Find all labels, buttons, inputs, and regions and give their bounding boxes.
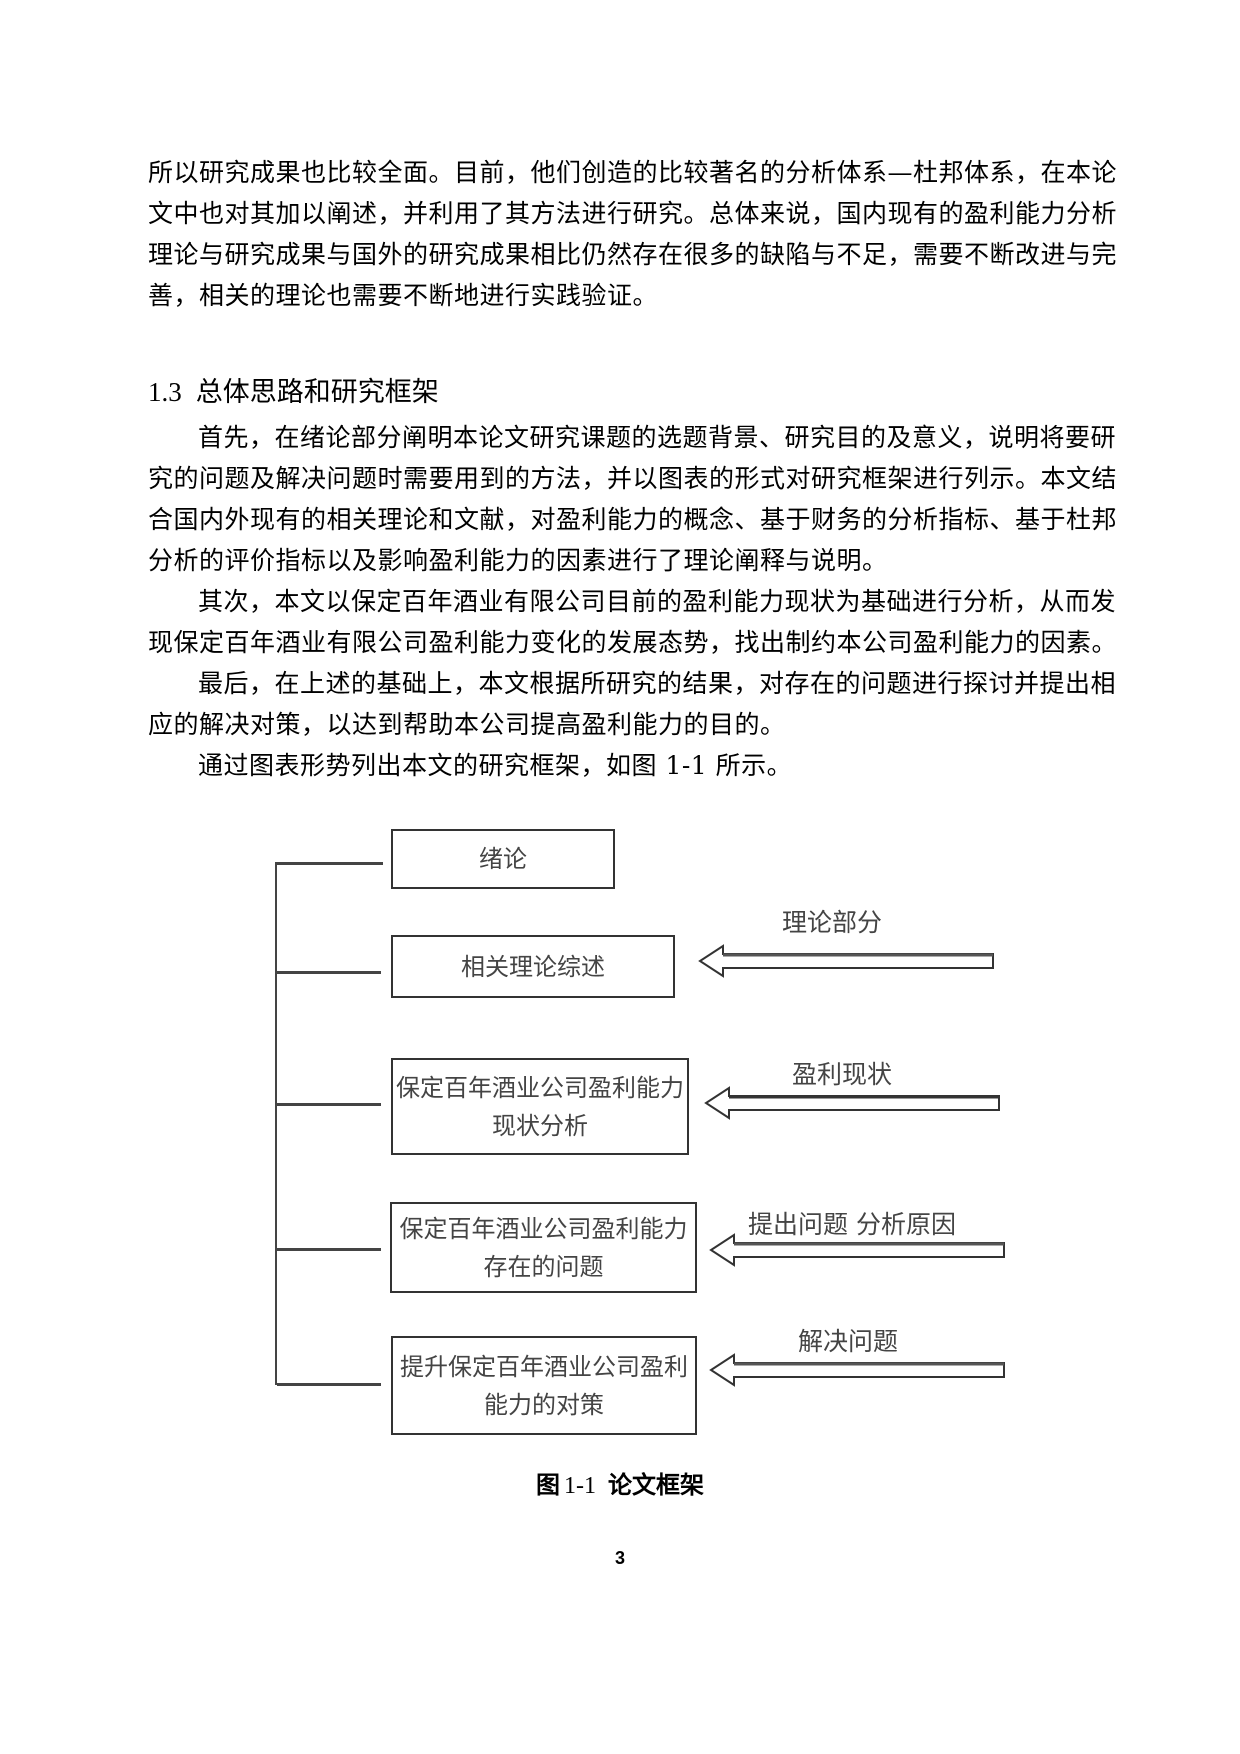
body-paragraph-third: 最后，在上述的基础上，本文根据所研究的结果，对存在的问题进行探讨并提出相 应的解… xyxy=(148,663,1117,745)
box-countermeasures: 提升保定百年酒业公司盈利 能力的对策 xyxy=(391,1336,697,1435)
box-label-line2: 现状分析 xyxy=(492,1111,588,1140)
text-line: 通过图表形势列出本文的研究框架，如图 1-1 所示。 xyxy=(198,751,793,780)
arrow-label-theory: 理论部分 xyxy=(782,908,883,937)
left-arrow-icon xyxy=(709,1353,1005,1387)
box-label-line1: 提升保定百年酒业公司盈利 xyxy=(400,1352,688,1381)
connector-line xyxy=(275,862,383,865)
text-line: 善，相关的理论也需要不断地进行实践验证。 xyxy=(148,281,659,310)
connector-line xyxy=(277,971,381,974)
body-paragraph-second: 其次，本文以保定百年酒业有限公司目前的盈利能力现状为基础进行分析，从而发 现保定… xyxy=(148,581,1118,663)
text-line: 合国内外现有的相关理论和文献，对盈利能力的概念、基于财务的分析指标、基于杜邦 xyxy=(148,505,1118,534)
body-paragraph-fourth: 通过图表形势列出本文的研究框架，如图 1-1 所示。 xyxy=(148,745,1103,786)
text-line: 理论与研究成果与国外的研究成果相比仍然存在很多的缺陷与不足，需要不断改进与完 xyxy=(148,240,1118,269)
text-line: 究的问题及解决问题时需要用到的方法，并以图表的形式对研究框架进行列示。本文结 xyxy=(148,464,1118,493)
spine-line xyxy=(275,863,277,1385)
box-theory-review: 相关理论综述 xyxy=(391,935,675,998)
connector-line xyxy=(277,1383,381,1386)
connector-line xyxy=(277,1103,381,1106)
text-line: 现保定百年酒业有限公司盈利能力变化的发展态势，找出制约本公司盈利能力的因素。 xyxy=(148,628,1118,657)
caption-number: 1-1 xyxy=(564,1473,596,1499)
box-label-line2: 能力的对策 xyxy=(484,1390,604,1419)
caption-prefix: 图 xyxy=(536,1471,560,1499)
box-label: 绪论 xyxy=(479,845,527,873)
caption-title: 论文框架 xyxy=(608,1471,704,1499)
arrow-label-problems: 提出问题 分析原因 xyxy=(748,1210,956,1239)
text-line: 应的解决对策，以达到帮助本公司提高盈利能力的目的。 xyxy=(148,710,786,739)
text-line: 分析的评价指标以及影响盈利能力的因素进行了理论阐释与说明。 xyxy=(148,546,888,575)
text-line: 其次，本文以保定百年酒业有限公司目前的盈利能力现状为基础进行分析，从而发 xyxy=(198,587,1117,616)
arrow-label-status: 盈利现状 xyxy=(792,1060,893,1089)
page-number: 3 xyxy=(614,1548,625,1568)
box-status-analysis: 保定百年酒业公司盈利能力 现状分析 xyxy=(391,1058,689,1155)
box-existing-problems: 保定百年酒业公司盈利能力 存在的问题 xyxy=(390,1202,697,1293)
box-introduction: 绪论 xyxy=(391,829,615,889)
left-arrow-icon xyxy=(698,944,994,978)
box-label-line2: 存在的问题 xyxy=(483,1252,604,1281)
text-line: 最后，在上述的基础上，本文根据所研究的结果，对存在的问题进行探讨并提出相 xyxy=(198,669,1117,698)
section-heading: 1.3 总体思路和研究框架 xyxy=(148,370,439,409)
box-label-line1: 保定百年酒业公司盈利能力 xyxy=(396,1073,684,1102)
arrow-label-solutions: 解决问题 xyxy=(798,1327,899,1356)
text-line: 所以研究成果也比较全面。目前，他们创造的比较著名的分析体系—杜邦体系，在本论 xyxy=(148,158,1118,187)
section-title: 总体思路和研究框架 xyxy=(195,377,439,408)
box-label: 相关理论综述 xyxy=(461,952,605,981)
section-number: 1.3 xyxy=(148,377,182,407)
text-line: 首先，在绪论部分阐明本论文研究课题的选题背景、研究目的及意义，说明将要研 xyxy=(198,423,1117,452)
intro-continuation-paragraph: 所以研究成果也比较全面。目前，他们创造的比较著名的分析体系—杜邦体系，在本论 文… xyxy=(148,152,1118,316)
body-paragraph-first: 首先，在绪论部分阐明本论文研究课题的选题背景、研究目的及意义，说明将要研 究的问… xyxy=(148,417,1118,581)
text-line: 文中也对其加以阐述，并利用了其方法进行研究。总体来说，国内现有的盈利能力分析 xyxy=(148,199,1118,228)
left-arrow-icon xyxy=(704,1086,1000,1120)
left-arrow-icon xyxy=(709,1233,1005,1267)
box-label-line1: 保定百年酒业公司盈利能力 xyxy=(399,1214,688,1243)
connector-line xyxy=(277,1248,381,1251)
